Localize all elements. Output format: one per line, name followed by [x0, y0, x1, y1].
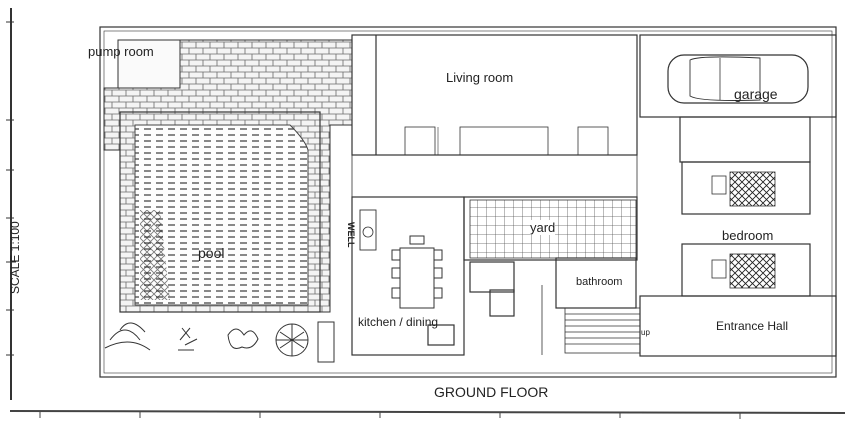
label-pool: pool	[198, 245, 225, 261]
label-well: WELL	[346, 222, 356, 248]
label-entrance-hall: Entrance Hall	[716, 319, 789, 333]
label-bathroom: bathroom	[576, 276, 623, 288]
label-pump-room: pump room	[88, 44, 154, 59]
well-box	[359, 209, 377, 251]
horizontal-scale-ruler	[9, 410, 846, 419]
label-stair-up: up	[641, 328, 650, 337]
house-walls	[351, 34, 641, 356]
plan-title: GROUND FLOOR	[434, 384, 549, 400]
label-garage: garage	[734, 86, 778, 102]
garden-plants	[104, 321, 335, 363]
car-drawing	[667, 54, 809, 104]
label-kitchen-dining: kitchen / dining	[358, 315, 439, 329]
right-wing-walls	[639, 34, 837, 357]
pool-basin	[119, 111, 321, 313]
scale-label: SCALE 1:100	[8, 221, 22, 294]
staircase	[541, 285, 641, 355]
label-yard: yard	[530, 220, 556, 235]
building-outline	[99, 26, 837, 378]
label-living-room: Living room	[446, 70, 514, 85]
vertical-scale-ruler	[6, 8, 16, 400]
dining-table	[391, 235, 443, 309]
label-bedroom: bedroom	[722, 228, 774, 243]
